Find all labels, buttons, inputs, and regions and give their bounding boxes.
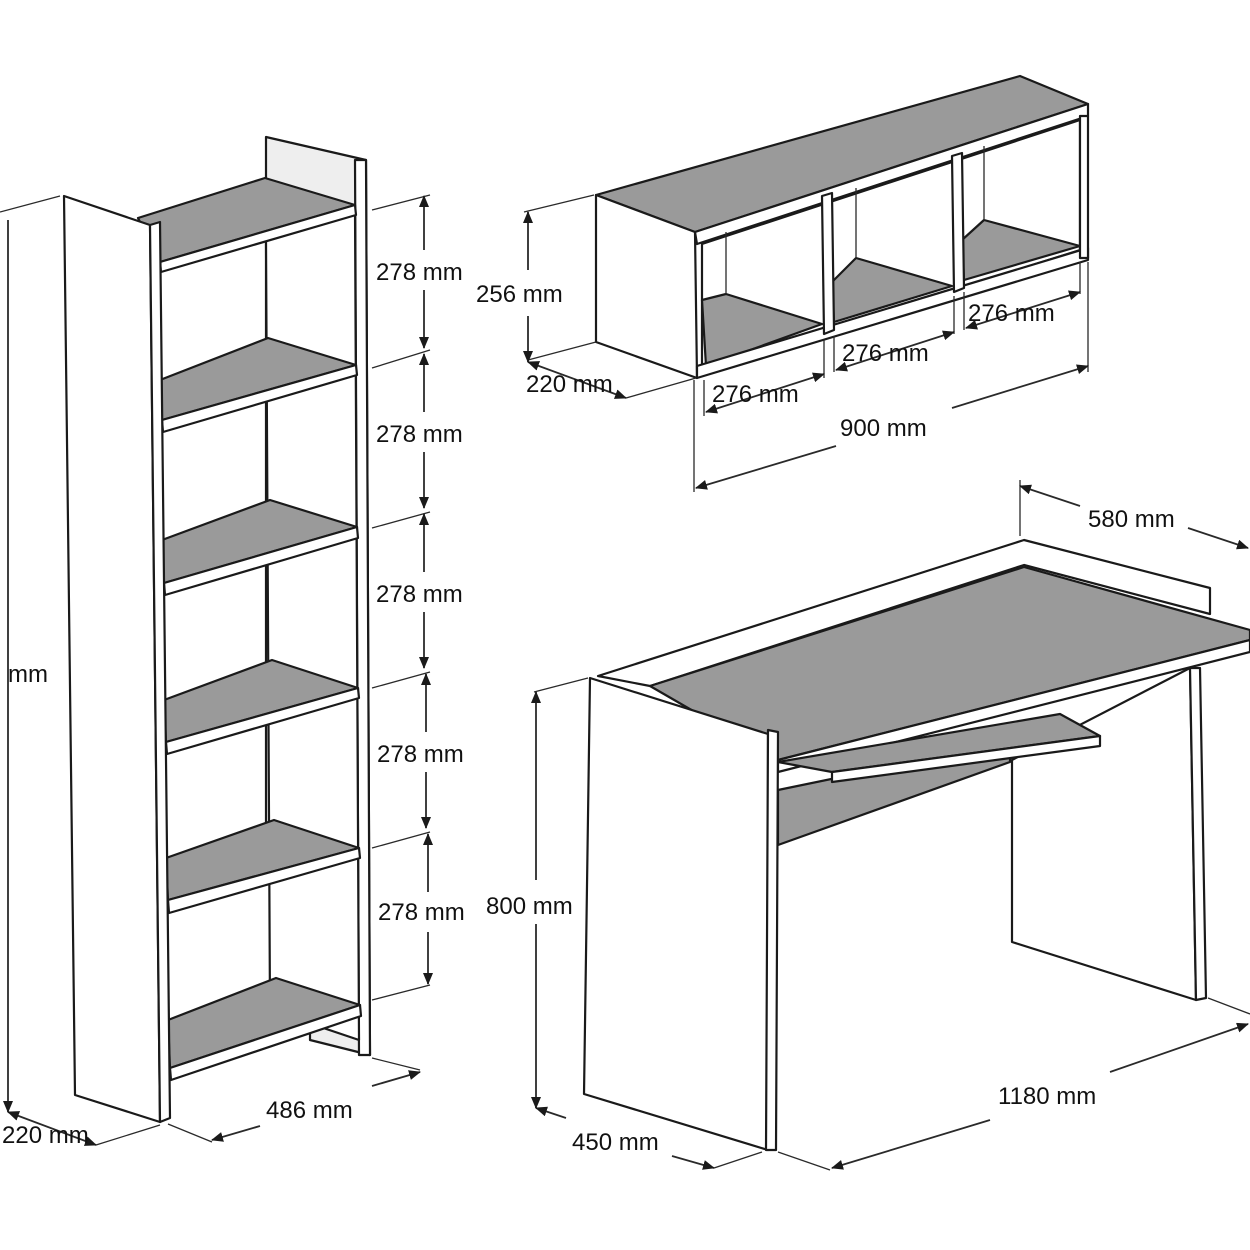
desk-left-leg (582, 676, 770, 1152)
shelf-spacing-label-1: 278 mm (376, 259, 463, 286)
bookcase-depth-label: 220 mm (2, 1122, 89, 1149)
bookcase-left-panel (62, 194, 162, 1124)
bookcase-left-panel-edge (148, 220, 172, 1124)
desk-dimensions: 800 mm 450 mm 1180 mm 580 mm (486, 480, 1250, 1171)
compartment-width-label-3: 276 mm (968, 300, 1055, 327)
desk (582, 538, 1250, 1152)
desk-height-label: 800 mm (486, 893, 573, 920)
compartment-width-label-1: 276 mm (712, 381, 799, 408)
bookcase-shelves (136, 176, 363, 1082)
desk-depth-label: 450 mm (572, 1129, 659, 1156)
desk-right-leg-edge (1188, 666, 1208, 1002)
desk-keyboard-tray-edge (830, 734, 1102, 784)
shelf-spacing-label-2: 278 mm (376, 421, 463, 448)
shelf-spacing-label-3: 278 mm (376, 581, 463, 608)
wall-shelf-height-label: 256 mm (476, 281, 563, 308)
bookcase-shelf-edge (168, 1003, 363, 1082)
desk-left-leg-edge (764, 728, 780, 1152)
bookcase-dimensions: mm 220 mm 486 mm 278 mm 278 mm 278 mm 27… (0, 194, 465, 1149)
wall-shelf-bottom (700, 292, 824, 368)
desk-width-label: 1180 mm (998, 1083, 1096, 1110)
shelf-spacing-label-5: 278 mm (378, 899, 465, 926)
wall-shelf (594, 74, 1090, 380)
shelf-spacing-label-4: 278 mm (377, 741, 464, 768)
wall-shelf-right-edge (1078, 114, 1090, 260)
wall-shelf-width-label: 900 mm (840, 415, 927, 442)
desk-top-depth-label: 580 mm (1088, 506, 1175, 533)
bookcase (62, 135, 372, 1124)
wall-shelf-dimensions: 256 mm 220 mm 900 mm 276 mm 276 mm 276 m… (476, 194, 1089, 492)
bookcase-width-label: 486 mm (266, 1097, 353, 1124)
wall-shelf-divider (950, 151, 966, 294)
compartment-width-label-2: 276 mm (842, 340, 929, 367)
bookcase-depth-arrow (7, 1111, 97, 1146)
wall-shelf-divider (820, 191, 836, 336)
bookcase-height-label: mm (8, 661, 48, 688)
wall-shelf-depth-label: 220 mm (526, 371, 613, 398)
bookcase-back-panel (264, 208, 361, 1042)
